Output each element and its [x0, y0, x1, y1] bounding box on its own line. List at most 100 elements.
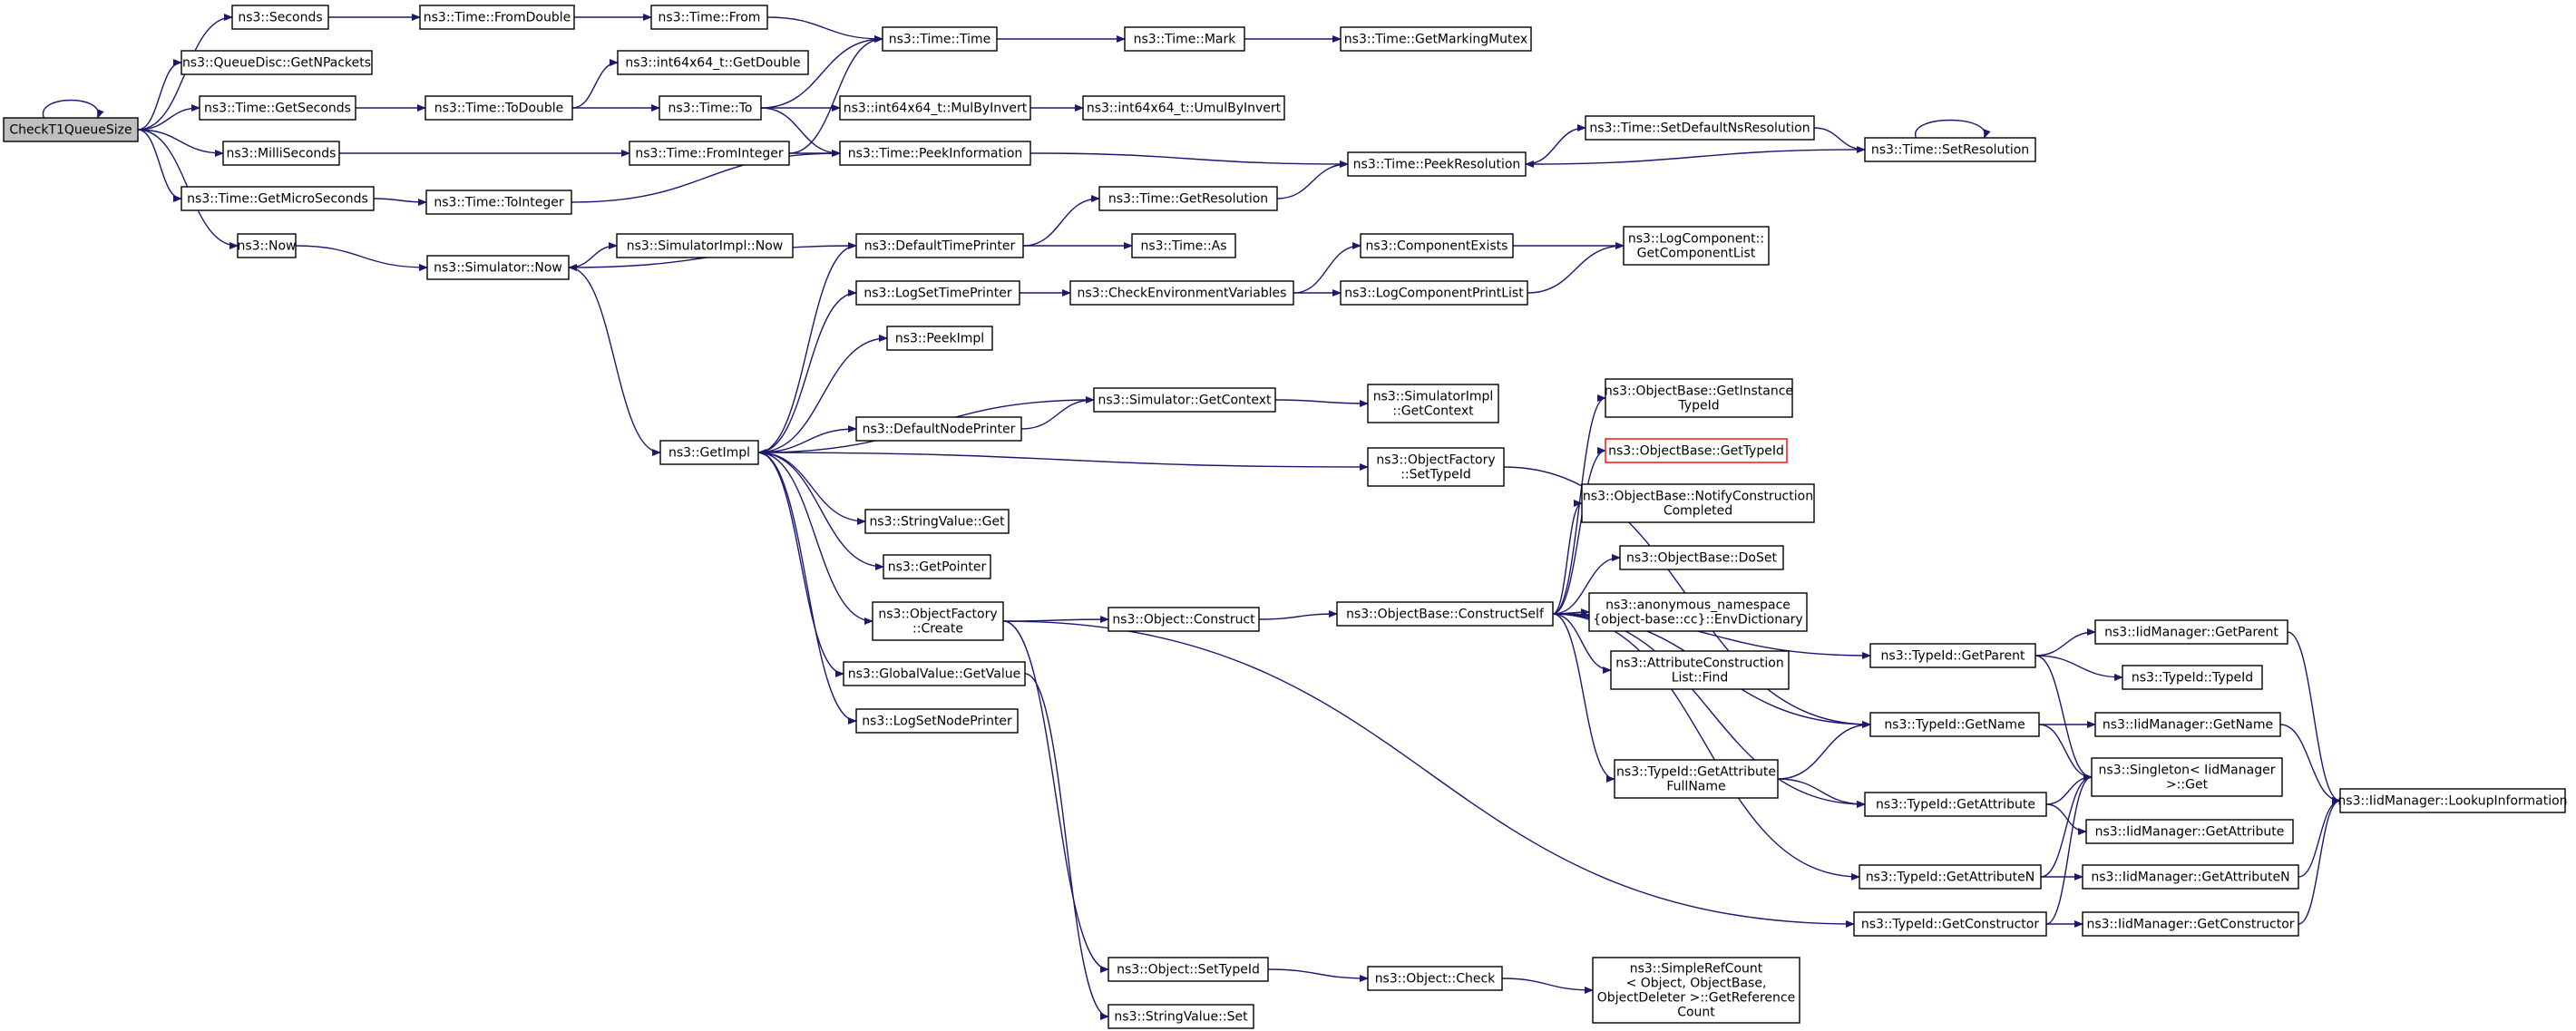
node-getseconds[interactable]: ns3::Time::GetSeconds: [199, 95, 356, 121]
node-peekimpl[interactable]: ns3::PeekImpl: [886, 326, 993, 351]
node-label: ns3::IidManager::GetConstructor: [2086, 918, 2294, 932]
edge-logcomponentprintlist-to-getcomponentlist: [1527, 242, 1625, 294]
node-peekinformation[interactable]: ns3::Time::PeekInformation: [839, 141, 1031, 166]
node-milliseconds[interactable]: ns3::MilliSeconds: [222, 141, 340, 166]
node-defaulttimeprinter[interactable]: ns3::DefaultTimePrinter: [855, 233, 1024, 258]
node-simnow[interactable]: ns3::Simulator::Now: [426, 255, 570, 280]
node-timeas[interactable]: ns3::Time::As: [1131, 233, 1236, 258]
node-box: [1340, 26, 1532, 52]
node-tointeger[interactable]: ns3::Time::ToInteger: [425, 190, 572, 215]
node-seconds[interactable]: ns3::Seconds: [231, 5, 329, 30]
node-typeidgetparent[interactable]: ns3::TypeId::GetParent: [1869, 643, 2036, 668]
node-getnpackets[interactable]: ns3::QueueDisc::GetNPackets: [181, 50, 373, 75]
node-label: ns3::Object::Construct: [1112, 613, 1255, 627]
node-simimplgetcontext[interactable]: ns3::SimulatorImpl::GetContext: [1367, 384, 1499, 423]
node-box: [650, 5, 768, 30]
node-obgettypeid[interactable]: ns3::ObjectBase::GetTypeId: [1605, 438, 1788, 463]
edge-simnow-to-getimpl: [568, 267, 661, 456]
node-typeidgetattributen[interactable]: ns3::TypeId::GetAttributeN: [1859, 864, 2042, 890]
node-getcomponentlist[interactable]: ns3::LogComponent::GetComponentList: [1623, 226, 1770, 266]
node-typeidgetattribute[interactable]: ns3::TypeId::GetAttribute: [1864, 792, 2047, 817]
edge-objectsettypeid-to-objectcheck: [1267, 968, 1369, 982]
edge-constructself-to-getattrfullname: [1552, 613, 1615, 783]
node-box: [1107, 957, 1269, 982]
node-box: [1347, 151, 1527, 177]
node-ofcreate[interactable]: ns3::ObjectFactory::Create: [872, 601, 1004, 641]
node-from[interactable]: ns3::Time::From: [650, 5, 768, 30]
node-to[interactable]: ns3::Time::To: [659, 95, 762, 121]
node-getmicroseconds[interactable]: ns3::Time::GetMicroSeconds: [181, 186, 375, 211]
node-typeidtypeid[interactable]: ns3::TypeId::TypeId: [2122, 665, 2263, 690]
node-envdictionary[interactable]: ns3::anonymous_namespace{object-base::cc…: [1588, 592, 1808, 632]
node-simplerefcount[interactable]: ns3::SimpleRefCount< Object, ObjectBase,…: [1592, 957, 1800, 1024]
node-label: >::Get: [2166, 778, 2209, 793]
node-defaultnodeprinter[interactable]: ns3::DefaultNodePrinter: [855, 416, 1022, 442]
node-ofsettypeid[interactable]: ns3::ObjectFactory::SetTypeId: [1367, 447, 1505, 487]
node-todouble[interactable]: ns3::Time::ToDouble: [424, 95, 573, 121]
node-doset[interactable]: ns3::ObjectBase::DoSet: [1619, 545, 1784, 570]
edge-simgetcontext-to-simimplgetcontext: [1274, 399, 1369, 407]
node-label: ns3::Time::GetMicroSeconds: [187, 192, 368, 207]
node-iidgetconstructor[interactable]: ns3::IidManager::GetConstructor: [2082, 911, 2299, 937]
node-mulbyinvert[interactable]: ns3::int64x64_t::MulByInvert: [839, 95, 1031, 121]
node-componentexists[interactable]: ns3::ComponentExists: [1360, 233, 1514, 258]
node-frominteger[interactable]: ns3::Time::FromInteger: [629, 141, 790, 166]
edge-getimpl-to-defaulttimeprinter: [757, 242, 857, 453]
node-getmarkingmutex[interactable]: ns3::Time::GetMarkingMutex: [1340, 26, 1532, 52]
node-fromdouble[interactable]: ns3::Time::FromDouble: [419, 5, 575, 30]
node-label: ns3::TypeId::GetAttribute: [1876, 798, 2035, 812]
edge-root-to-milliseconds: [137, 129, 224, 157]
node-logcomponentprintlist[interactable]: ns3::LogComponentPrintList: [1340, 280, 1528, 306]
node-time[interactable]: ns3::Time::Time: [882, 26, 998, 52]
node-getimpl[interactable]: ns3::GetImpl: [659, 440, 759, 465]
node-objectsettypeid[interactable]: ns3::Object::SetTypeId: [1107, 957, 1269, 982]
node-label: ns3::Time::FromInteger: [635, 147, 783, 161]
node-typeidgetconstructor[interactable]: ns3::TypeId::GetConstructor: [1853, 911, 2047, 937]
node-box: [659, 95, 762, 121]
node-mark[interactable]: ns3::Time::Mark: [1124, 26, 1245, 52]
node-iidgetattributen[interactable]: ns3::IidManager::GetAttributeN: [2082, 864, 2299, 890]
node-stringvalueget[interactable]: ns3::StringValue::Get: [864, 509, 1010, 534]
node-label: ns3::ObjectBase::GetInstance: [1605, 384, 1793, 399]
node-simgetcontext[interactable]: ns3::Simulator::GetContext: [1093, 387, 1276, 413]
node-constructself[interactable]: ns3::ObjectBase::ConstructSelf: [1336, 601, 1554, 627]
edge-peekresolution-to-setdefaultns: [1525, 124, 1586, 165]
node-label: ns3::LogComponent::: [1628, 232, 1764, 247]
node-box: [1360, 233, 1514, 258]
node-objectcheck[interactable]: ns3::Object::Check: [1367, 966, 1503, 991]
edge-constructself-to-attrconstructionfind: [1552, 613, 1612, 674]
node-umulbyinvert[interactable]: ns3::int64x64_t::UmulByInvert: [1082, 95, 1285, 121]
node-label: ns3::Time::ToInteger: [434, 196, 564, 210]
node-getresolution[interactable]: ns3::Time::GetResolution: [1098, 186, 1278, 211]
node-iidgetname[interactable]: ns3::IidManager::GetName: [2094, 712, 2281, 737]
node-i64getdouble[interactable]: ns3::int64x64_t::GetDouble: [617, 50, 809, 75]
node-notifyconstruction[interactable]: ns3::ObjectBase::NotifyConstructionCompl…: [1581, 483, 1815, 523]
node-root[interactable]: CheckT1QueueSize: [3, 117, 139, 142]
node-label: ns3::DefaultNodePrinter: [863, 423, 1016, 437]
node-iidgetattribute[interactable]: ns3::IidManager::GetAttribute: [2085, 819, 2294, 844]
node-logsettimeprinter[interactable]: ns3::LogSetTimePrinter: [855, 280, 1020, 306]
node-setdefaultns[interactable]: ns3::Time::SetDefaultNsResolution: [1585, 115, 1815, 141]
node-singletonget[interactable]: ns3::Singleton< IidManager >::Get: [2091, 757, 2283, 797]
node-setresolution[interactable]: ns3::Time::SetResolution: [1864, 137, 2036, 162]
node-box: [1864, 792, 2047, 817]
node-simimplnow[interactable]: ns3::SimulatorImpl::Now: [616, 233, 794, 258]
node-box: [1605, 378, 1793, 418]
node-globalvaluegetvalue[interactable]: ns3::GlobalValue::GetValue: [843, 661, 1026, 686]
node-checkenv[interactable]: ns3::CheckEnvironmentVariables: [1069, 280, 1294, 306]
node-typeidgetname[interactable]: ns3::TypeId::GetName: [1869, 712, 2040, 737]
node-peekresolution[interactable]: ns3::Time::PeekResolution: [1347, 151, 1527, 177]
node-now[interactable]: ns3::Now: [237, 233, 297, 258]
node-lookupinformation[interactable]: ns3::IidManager::LookupInformation: [2337, 788, 2568, 813]
node-label: ns3::SimulatorImpl: [1373, 390, 1494, 404]
node-stringvalueset[interactable]: ns3::StringValue::Set: [1107, 1004, 1254, 1029]
node-objectconstruct[interactable]: ns3::Object::Construct: [1107, 607, 1260, 632]
node-label: ns3::MilliSeconds: [227, 147, 337, 161]
node-getpointer[interactable]: ns3::GetPointer: [883, 554, 991, 579]
node-logsetnodeprinter[interactable]: ns3::LogSetNodePrinter: [855, 708, 1019, 734]
node-iidgetparent[interactable]: ns3::IidManager::GetParent: [2094, 619, 2288, 645]
node-label: ::GetContext: [1392, 404, 1474, 419]
